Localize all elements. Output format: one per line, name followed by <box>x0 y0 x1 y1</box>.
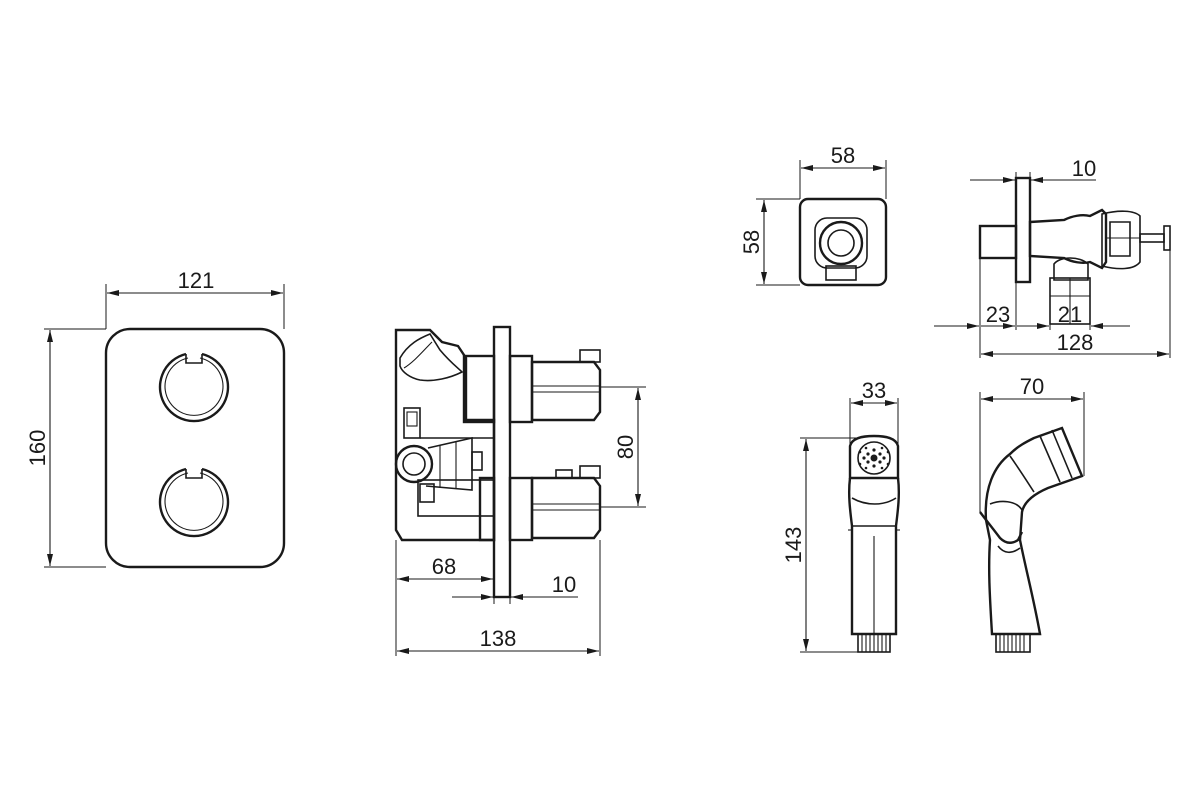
lower-knob <box>158 467 230 538</box>
dim-label-spray-width: 33 <box>862 378 886 403</box>
dim-label-side-plate: 10 <box>552 572 576 597</box>
spray-nozzles <box>858 446 890 470</box>
side-view: 80 68 10 138 <box>394 325 646 656</box>
spray-side-body <box>984 426 1084 636</box>
dim-front-height: 160 <box>25 328 106 568</box>
valve-body <box>394 328 496 542</box>
outlet-square <box>798 197 888 287</box>
spray-hose-thread <box>857 633 891 653</box>
spray-side-thread <box>995 633 1031 653</box>
dim-label-side-depth: 68 <box>432 554 456 579</box>
dim-spray-width: 33 <box>849 378 899 446</box>
wall-plate <box>492 325 512 599</box>
dim-label-holder-mid: 21 <box>1058 302 1082 327</box>
dim-side-total: 138 <box>397 540 601 656</box>
holder-wall-plate <box>1014 176 1032 284</box>
dim-holder-total: 128 <box>981 250 1171 358</box>
hand-spray-side: 70 <box>979 374 1085 653</box>
cover-plate <box>104 327 286 569</box>
dim-label-front-width: 121 <box>178 268 215 293</box>
dim-label-holder-plate: 10 <box>1072 156 1096 181</box>
inlet-fitting <box>394 436 483 503</box>
dim-label-side-spacing: 80 <box>613 435 638 459</box>
dim-side-spacing: 80 <box>600 386 646 508</box>
dim-label-holder-left: 23 <box>986 302 1010 327</box>
dim-label-side-total: 138 <box>480 626 517 651</box>
dim-holder-left: 23 <box>934 258 1017 358</box>
dim-spray-side-width: 70 <box>979 374 1085 512</box>
dim-side-plate: 10 <box>452 572 578 604</box>
dim-holder-plate: 10 <box>970 156 1096 183</box>
dim-outlet-width: 58 <box>799 143 887 199</box>
front-view: 121 160 <box>25 268 286 569</box>
dim-outlet-height: 58 <box>739 198 800 286</box>
wall-outlet-front: 58 58 <box>739 143 888 287</box>
upper-cartridge <box>462 349 602 424</box>
lower-cartridge <box>478 465 602 542</box>
dim-label-spray-height: 143 <box>781 527 806 564</box>
dim-label-outlet-height: 58 <box>739 230 764 254</box>
dim-label-spray-side-width: 70 <box>1020 374 1044 399</box>
dim-holder-mid: 21 <box>1017 302 1130 330</box>
holder-side-view: 10 23 21 128 <box>934 156 1171 358</box>
dim-label-holder-total: 128 <box>1057 330 1094 355</box>
dim-spray-height: 143 <box>781 437 860 653</box>
upper-knob <box>158 352 230 423</box>
dim-front-width: 121 <box>105 268 285 329</box>
dim-label-outlet-width: 58 <box>831 143 855 168</box>
hand-spray-front: 33 143 <box>781 378 901 653</box>
dim-side-depth: 68 <box>395 540 495 656</box>
dim-label-front-height: 160 <box>25 430 50 467</box>
